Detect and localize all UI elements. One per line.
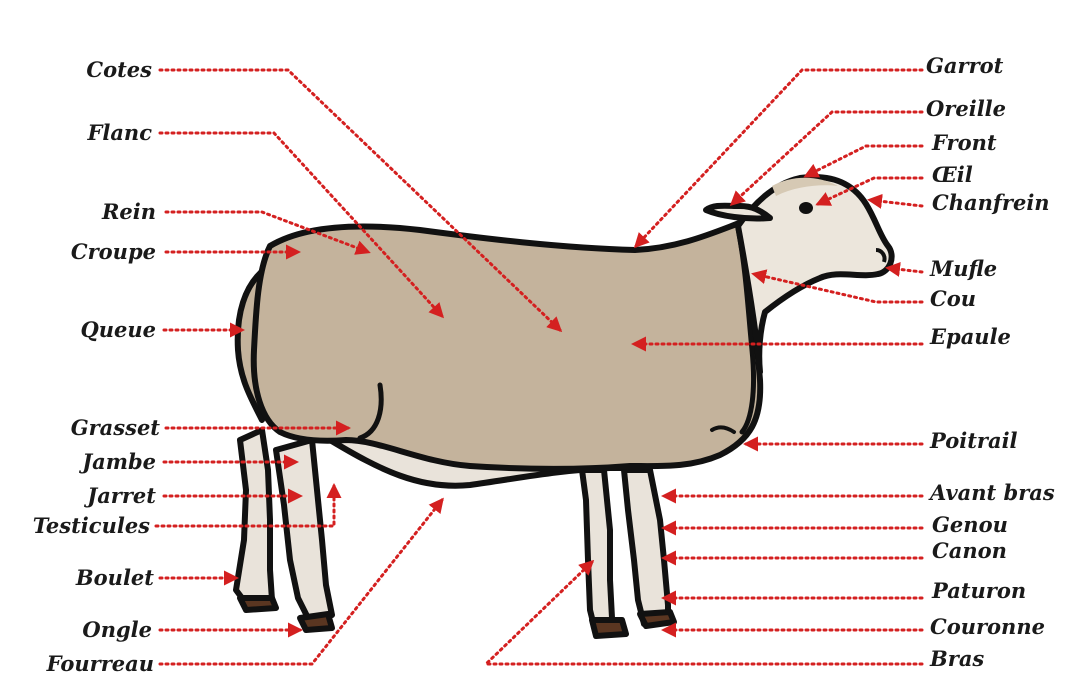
leader-chanfrein xyxy=(870,200,922,206)
label-ongle: Ongle xyxy=(82,617,152,642)
hoof-near-hind xyxy=(240,598,276,610)
sheep-eye xyxy=(799,202,813,214)
label-boulet: Boulet xyxy=(75,565,154,590)
label-paturon: Paturon xyxy=(931,578,1026,603)
label-bras: Bras xyxy=(929,646,984,671)
front-leg-far xyxy=(624,470,668,624)
label-flanc: Flanc xyxy=(86,120,152,145)
leader-front xyxy=(806,146,922,176)
sheep-illustration xyxy=(236,177,892,636)
label-testicules: Testicules xyxy=(33,513,150,538)
hind-leg-near xyxy=(236,430,272,606)
label-chanfrein: Chanfrein xyxy=(932,190,1050,215)
label-jambe: Jambe xyxy=(78,449,156,474)
label-couronne: Couronne xyxy=(930,614,1045,639)
label-genou: Genou xyxy=(932,512,1008,537)
label-mufle: Mufle xyxy=(929,256,997,281)
leader-bras xyxy=(486,562,922,664)
label-front: Front xyxy=(931,130,997,155)
label-epaule: Epaule xyxy=(929,324,1011,349)
sheep-body xyxy=(254,222,760,469)
label-avant-bras: Avant bras xyxy=(928,480,1055,505)
hoof-far-front xyxy=(640,612,674,626)
hoof-near-front xyxy=(592,620,626,636)
label-rein: Rein xyxy=(101,199,156,224)
labels-right: Garrot Oreille Front Œil Chanfrein Mufle… xyxy=(926,53,1055,671)
label-fourreau: Fourreau xyxy=(46,651,154,676)
leader-mufle xyxy=(888,268,922,272)
label-oeil: Œil xyxy=(932,162,973,187)
label-garrot: Garrot xyxy=(926,53,1004,78)
label-jarret: Jarret xyxy=(83,483,156,508)
label-cou: Cou xyxy=(930,286,976,311)
label-oreille: Oreille xyxy=(926,96,1006,121)
hind-leg-far xyxy=(276,440,332,622)
labels-left: Cotes Flanc Rein Croupe Queue Grasset Ja… xyxy=(33,57,161,676)
hoof-far-hind xyxy=(300,614,332,630)
label-canon: Canon xyxy=(932,538,1007,563)
label-croupe: Croupe xyxy=(71,239,156,264)
front-leg-near xyxy=(582,470,620,634)
label-cotes: Cotes xyxy=(86,57,152,82)
label-queue: Queue xyxy=(80,317,156,342)
label-poitrail: Poitrail xyxy=(929,428,1018,453)
label-grasset: Grasset xyxy=(71,415,161,440)
